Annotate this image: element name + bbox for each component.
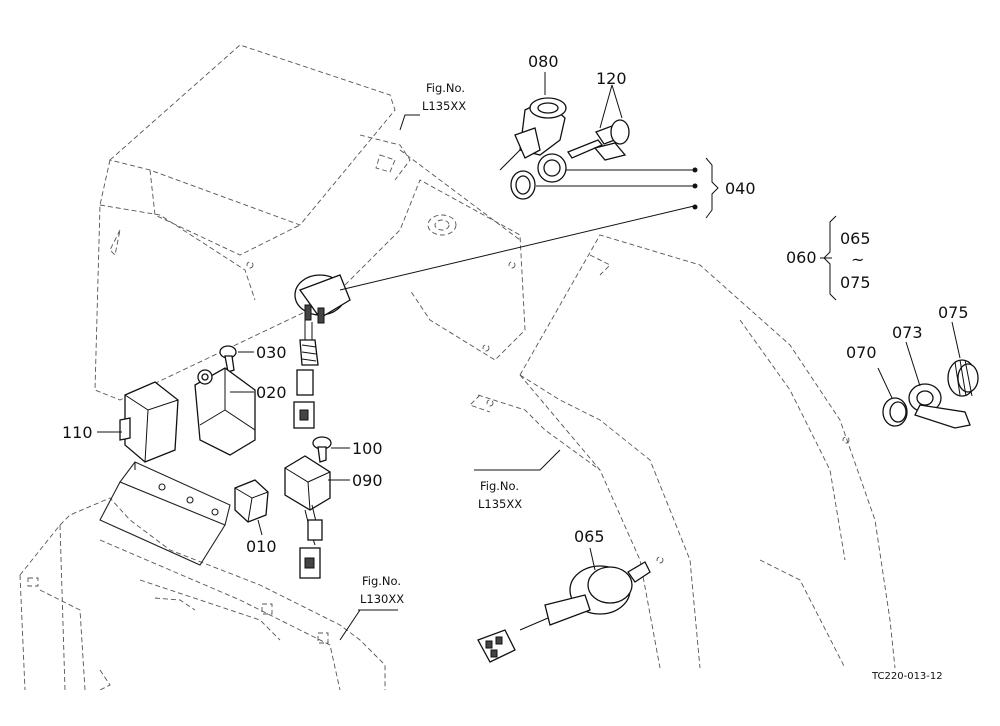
drawing-code: TC220-013-12 [871, 671, 943, 682]
svg-text:L135XX: L135XX [478, 497, 522, 511]
part-labels: 080 120 040 060 065 ~ 075 075 073 070 03… [62, 52, 969, 556]
knob-073 [908, 383, 971, 429]
side-panel-housing [469, 234, 896, 669]
label-065-range-start: 065 [840, 229, 871, 248]
relay-110 [119, 381, 179, 463]
knob-075 [947, 359, 979, 397]
dashboard-housing [94, 44, 526, 401]
label-120: 120 [596, 69, 627, 88]
label-100: 100 [352, 439, 383, 458]
relay-bracket [99, 461, 231, 566]
screw-100 [312, 436, 332, 463]
range-tilde: ~ [851, 250, 864, 269]
relay-010 [234, 479, 269, 523]
label-010: 010 [246, 537, 277, 556]
svg-text:L130XX: L130XX [360, 592, 404, 606]
svg-text:Fig.No.: Fig.No. [426, 81, 465, 95]
figure-ref-bottom: Fig.No. L130XX [360, 574, 404, 606]
label-090: 090 [352, 471, 383, 490]
switch-065 [477, 561, 651, 663]
control-module [194, 367, 256, 456]
label-020: 020 [256, 383, 287, 402]
svg-text:Fig.No.: Fig.No. [480, 479, 519, 493]
washer [510, 170, 536, 200]
label-030: 030 [256, 343, 287, 362]
label-075-range-end: 075 [840, 273, 871, 292]
wiring-unit-090 [284, 455, 331, 579]
label-060: 060 [786, 248, 817, 267]
figure-ref-top: Fig.No. L135XX [422, 81, 466, 113]
label-040: 040 [725, 179, 756, 198]
knob-070 [882, 397, 908, 427]
label-075: 075 [938, 303, 969, 322]
label-080: 080 [528, 52, 559, 71]
leader-lines [97, 72, 961, 641]
figure-ref-middle: Fig.No. L135XX [478, 479, 522, 511]
key-switch-barrel [499, 97, 567, 171]
label-110: 110 [62, 423, 93, 442]
lower-frame [19, 497, 386, 691]
label-070: 070 [846, 343, 877, 362]
label-073: 073 [892, 323, 923, 342]
keys [567, 119, 630, 161]
label-065: 065 [574, 527, 605, 546]
main-switch [293, 274, 351, 429]
svg-text:Fig.No.: Fig.No. [362, 574, 401, 588]
svg-text:L135XX: L135XX [422, 99, 466, 113]
screw-030 [219, 345, 237, 373]
nut [537, 153, 567, 183]
